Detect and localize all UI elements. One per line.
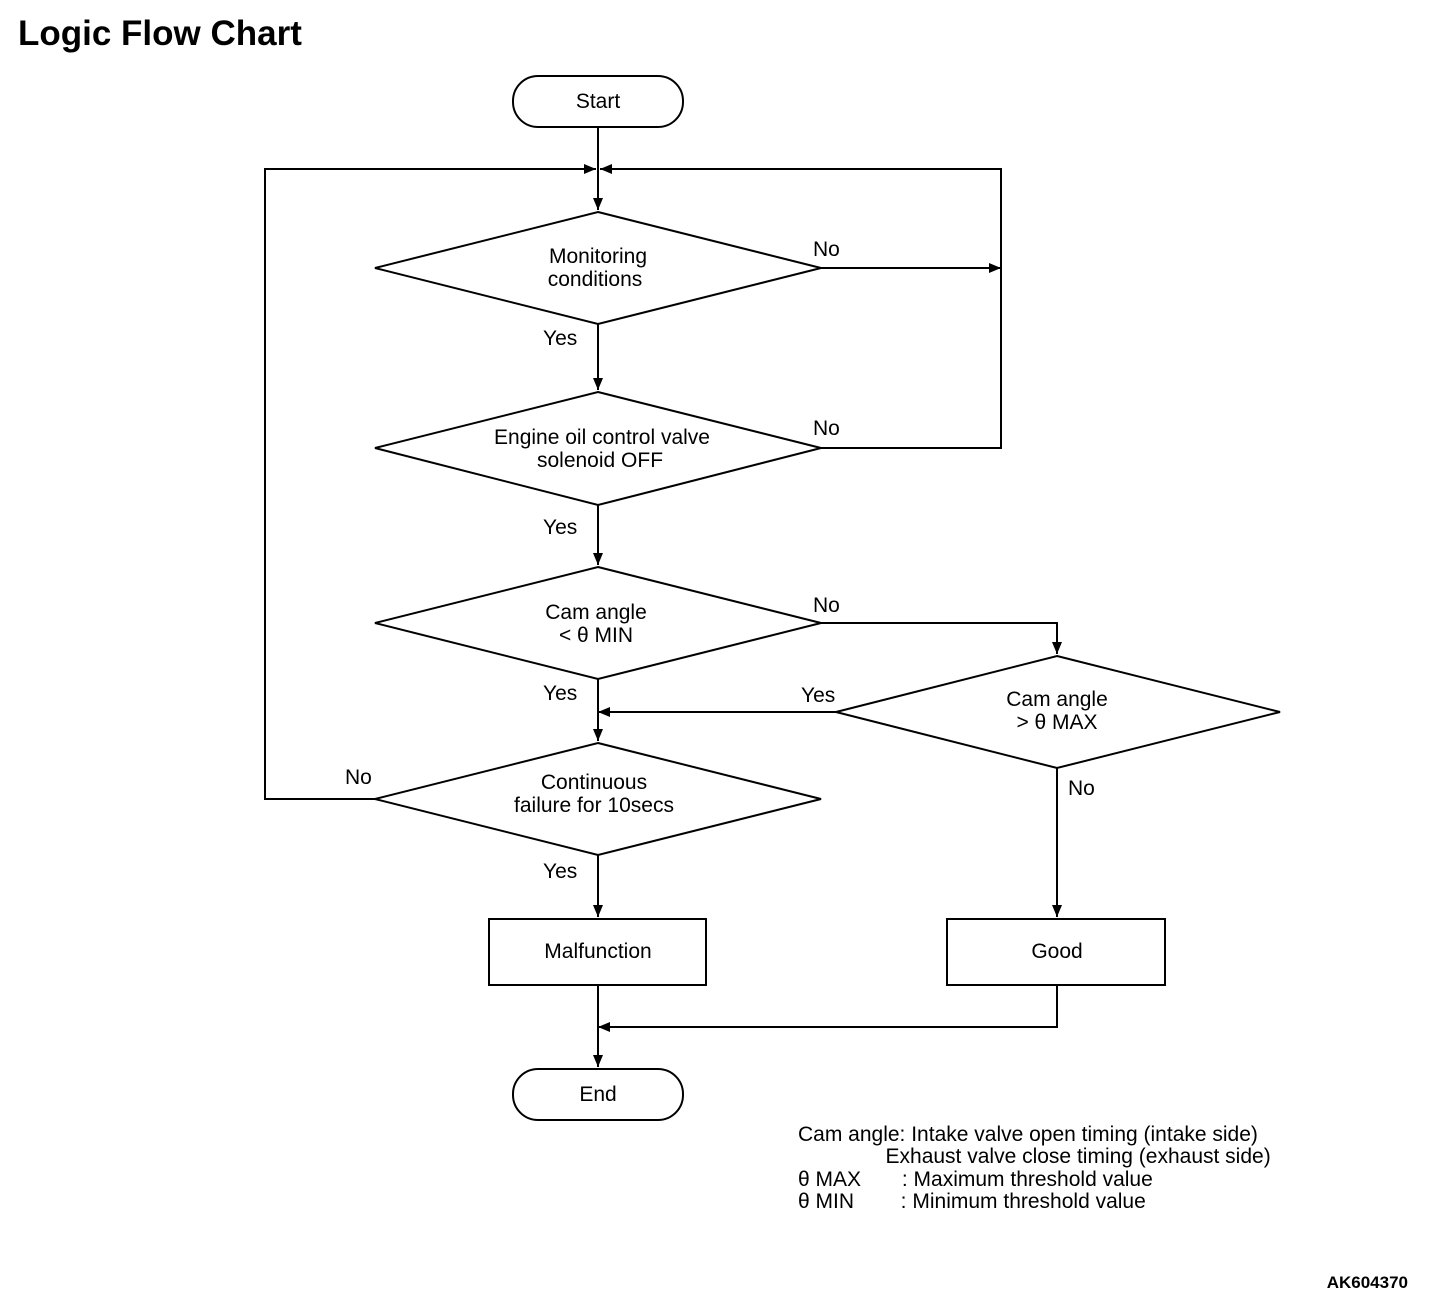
page-title: Logic Flow Chart (18, 14, 302, 53)
end-label: End (579, 1083, 616, 1106)
continuous-no-loop (264, 164, 596, 800)
solenoid-label-line2: solenoid OFF (537, 449, 663, 472)
malfunction-label: Malfunction (544, 940, 651, 963)
monitoring-yes-label: Yes (543, 327, 577, 350)
cam-max-label-line2: > θ MAX (1016, 711, 1097, 734)
figure-id: AK604370 (1326, 1273, 1408, 1292)
solenoid-yes-label: Yes (543, 516, 577, 539)
solenoid-no-label: No (813, 417, 840, 440)
solenoid-label-line1: Engine oil control valve (494, 426, 710, 449)
cam-min-no-label: No (813, 594, 840, 617)
solenoid-no-loop (600, 164, 1002, 449)
good-box (946, 918, 1166, 986)
continuous-label-line2: failure for 10secs (514, 794, 674, 817)
legend-line-4: θ MIN : Minimum threshold value (798, 1190, 1146, 1213)
continuous-label-line1: Continuous (541, 771, 647, 794)
cam-min-yes-label: Yes (543, 682, 577, 705)
end-terminator (512, 1068, 684, 1121)
continuous-yes-label: Yes (543, 860, 577, 883)
monitoring-label-line1: Monitoring (549, 245, 647, 268)
legend-line-2: Exhaust valve close timing (exhaust side… (798, 1145, 1271, 1168)
cam-max-label-line1: Cam angle (1006, 688, 1108, 711)
cam-max-yes-label: Yes (801, 684, 835, 707)
good-label: Good (1031, 940, 1082, 963)
legend-line-1: Cam angle: Intake valve open timing (int… (798, 1123, 1258, 1146)
monitoring-label-line2: conditions (548, 268, 643, 291)
legend-line-3: θ MAX : Maximum threshold value (798, 1168, 1153, 1191)
monitoring-no-label: No (813, 238, 840, 261)
good-to-end-arrow (598, 985, 1058, 1032)
cam-min-label-line2: < θ MIN (559, 624, 633, 647)
continuous-no-label: No (345, 766, 372, 789)
cam-min-no-arrow (821, 622, 1062, 654)
cam-max-no-label: No (1068, 777, 1095, 800)
start-label: Start (576, 90, 621, 113)
malfunction-box (488, 918, 707, 986)
cam-min-label-line1: Cam angle (545, 601, 647, 624)
